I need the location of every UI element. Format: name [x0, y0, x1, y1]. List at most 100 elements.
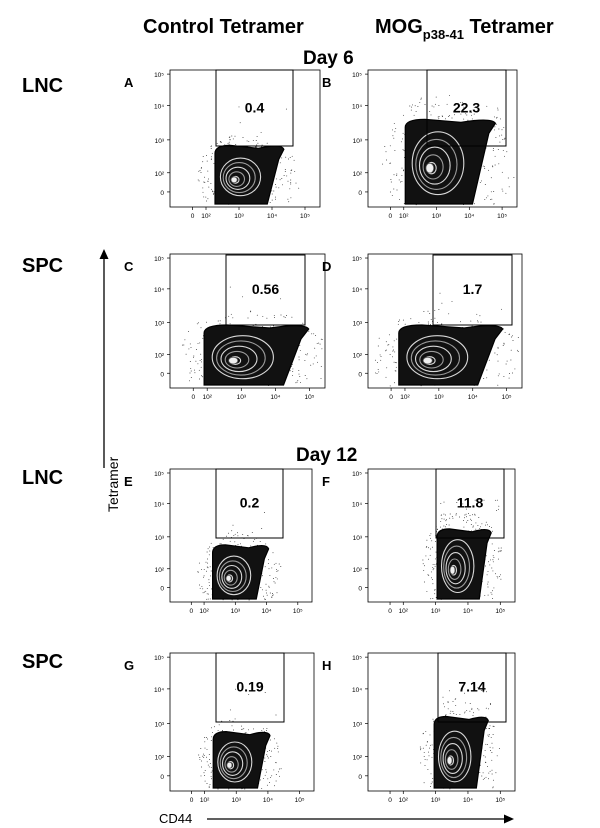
- event-dot: [203, 755, 205, 756]
- panel-letter: A: [124, 75, 134, 90]
- event-dot: [397, 323, 399, 325]
- event-dot: [497, 360, 499, 362]
- gate-dot: [440, 503, 442, 505]
- event-dot: [224, 144, 226, 146]
- event-dot: [276, 571, 278, 573]
- event-dot: [430, 537, 432, 539]
- gate-dot: [448, 115, 450, 117]
- event-dot: [271, 750, 272, 752]
- gate-dot: [235, 688, 237, 690]
- event-dot: [200, 748, 202, 749]
- event-dot: [389, 385, 391, 387]
- event-dot: [210, 570, 212, 572]
- gate-dot: [499, 141, 501, 143]
- gate-dot: [464, 692, 466, 694]
- event-dot: [423, 782, 425, 784]
- event-dot: [376, 362, 378, 364]
- event-dot: [199, 170, 201, 171]
- event-dot: [197, 363, 199, 365]
- event-dot: [503, 376, 505, 378]
- event-dot: [488, 734, 490, 736]
- contour-ring: [225, 166, 251, 190]
- gate-dot: [438, 105, 440, 107]
- event-dot: [385, 349, 387, 351]
- event-dot: [491, 198, 493, 200]
- event-dot: [273, 314, 275, 316]
- event-dot: [423, 581, 425, 583]
- event-dot: [426, 759, 428, 761]
- event-dot: [298, 356, 300, 358]
- event-dot: [237, 535, 239, 537]
- event-dot: [219, 320, 221, 322]
- event-dot: [195, 360, 197, 362]
- y-tick-label: 10⁴: [154, 687, 164, 694]
- gate-dot: [471, 707, 473, 709]
- event-dot: [297, 379, 299, 381]
- event-dot: [489, 564, 491, 566]
- y-tick-label: 10³: [155, 721, 165, 728]
- event-dot: [401, 174, 403, 176]
- gate-dot: [464, 517, 466, 519]
- event-dot: [432, 578, 433, 580]
- event-dot: [197, 322, 199, 324]
- event-dot: [497, 346, 499, 348]
- event-dot: [400, 181, 402, 183]
- y-tick-label: 10²: [353, 567, 363, 574]
- event-dot: [469, 710, 471, 712]
- event-dot: [306, 378, 308, 380]
- event-dot: [484, 777, 486, 779]
- contour-body: [436, 528, 492, 600]
- panel-letter: G: [124, 658, 134, 673]
- event-dot: [495, 772, 497, 774]
- event-dot: [497, 551, 499, 553]
- gate-dot: [444, 514, 446, 516]
- event-dot: [500, 547, 502, 549]
- event-dot: [228, 532, 230, 534]
- event-dot: [488, 359, 490, 361]
- event-dot: [221, 141, 223, 143]
- event-dot: [268, 585, 270, 587]
- event-dot: [311, 333, 313, 335]
- x-tick-label: 10⁴: [463, 797, 473, 804]
- gate-dot: [454, 698, 456, 700]
- event-dot: [471, 325, 473, 327]
- event-dot: [491, 769, 493, 771]
- event-dot: [266, 754, 268, 756]
- gate-box: [215, 468, 284, 539]
- y-tick-label: 10⁵: [352, 655, 362, 662]
- x-tick-label: 10²: [202, 394, 212, 401]
- event-dot: [497, 375, 499, 377]
- event-dot: [392, 129, 393, 131]
- event-dot: [269, 782, 271, 784]
- x-tick-label: 10⁵: [497, 213, 507, 220]
- event-dot: [203, 591, 205, 593]
- event-dot: [389, 354, 391, 355]
- event-dot: [201, 568, 203, 570]
- event-dot: [321, 338, 323, 340]
- event-dot: [489, 746, 491, 748]
- contour-ring: [219, 157, 262, 197]
- event-dot: [213, 726, 215, 728]
- event-dot: [425, 730, 427, 732]
- event-dot: [410, 318, 412, 320]
- event-dot: [212, 731, 213, 733]
- y-tick-label: 10³: [353, 320, 363, 327]
- event-dot: [505, 192, 507, 194]
- event-dot: [207, 764, 209, 766]
- event-dot: [200, 760, 202, 762]
- gate-dot: [474, 499, 476, 501]
- x-tick-label: 10⁵: [495, 608, 505, 615]
- contour-ring: [442, 743, 463, 774]
- contour-ring: [221, 564, 243, 589]
- event-dot: [210, 148, 212, 149]
- event-dot: [229, 139, 231, 141]
- event-dot: [312, 363, 314, 365]
- gate-dot: [439, 292, 441, 294]
- event-dot: [228, 141, 230, 143]
- event-dot: [211, 588, 213, 590]
- event-dot: [475, 528, 477, 530]
- event-dot: [413, 114, 415, 116]
- event-dot: [207, 180, 209, 182]
- event-dot: [231, 599, 233, 601]
- contour-ring: [411, 131, 465, 196]
